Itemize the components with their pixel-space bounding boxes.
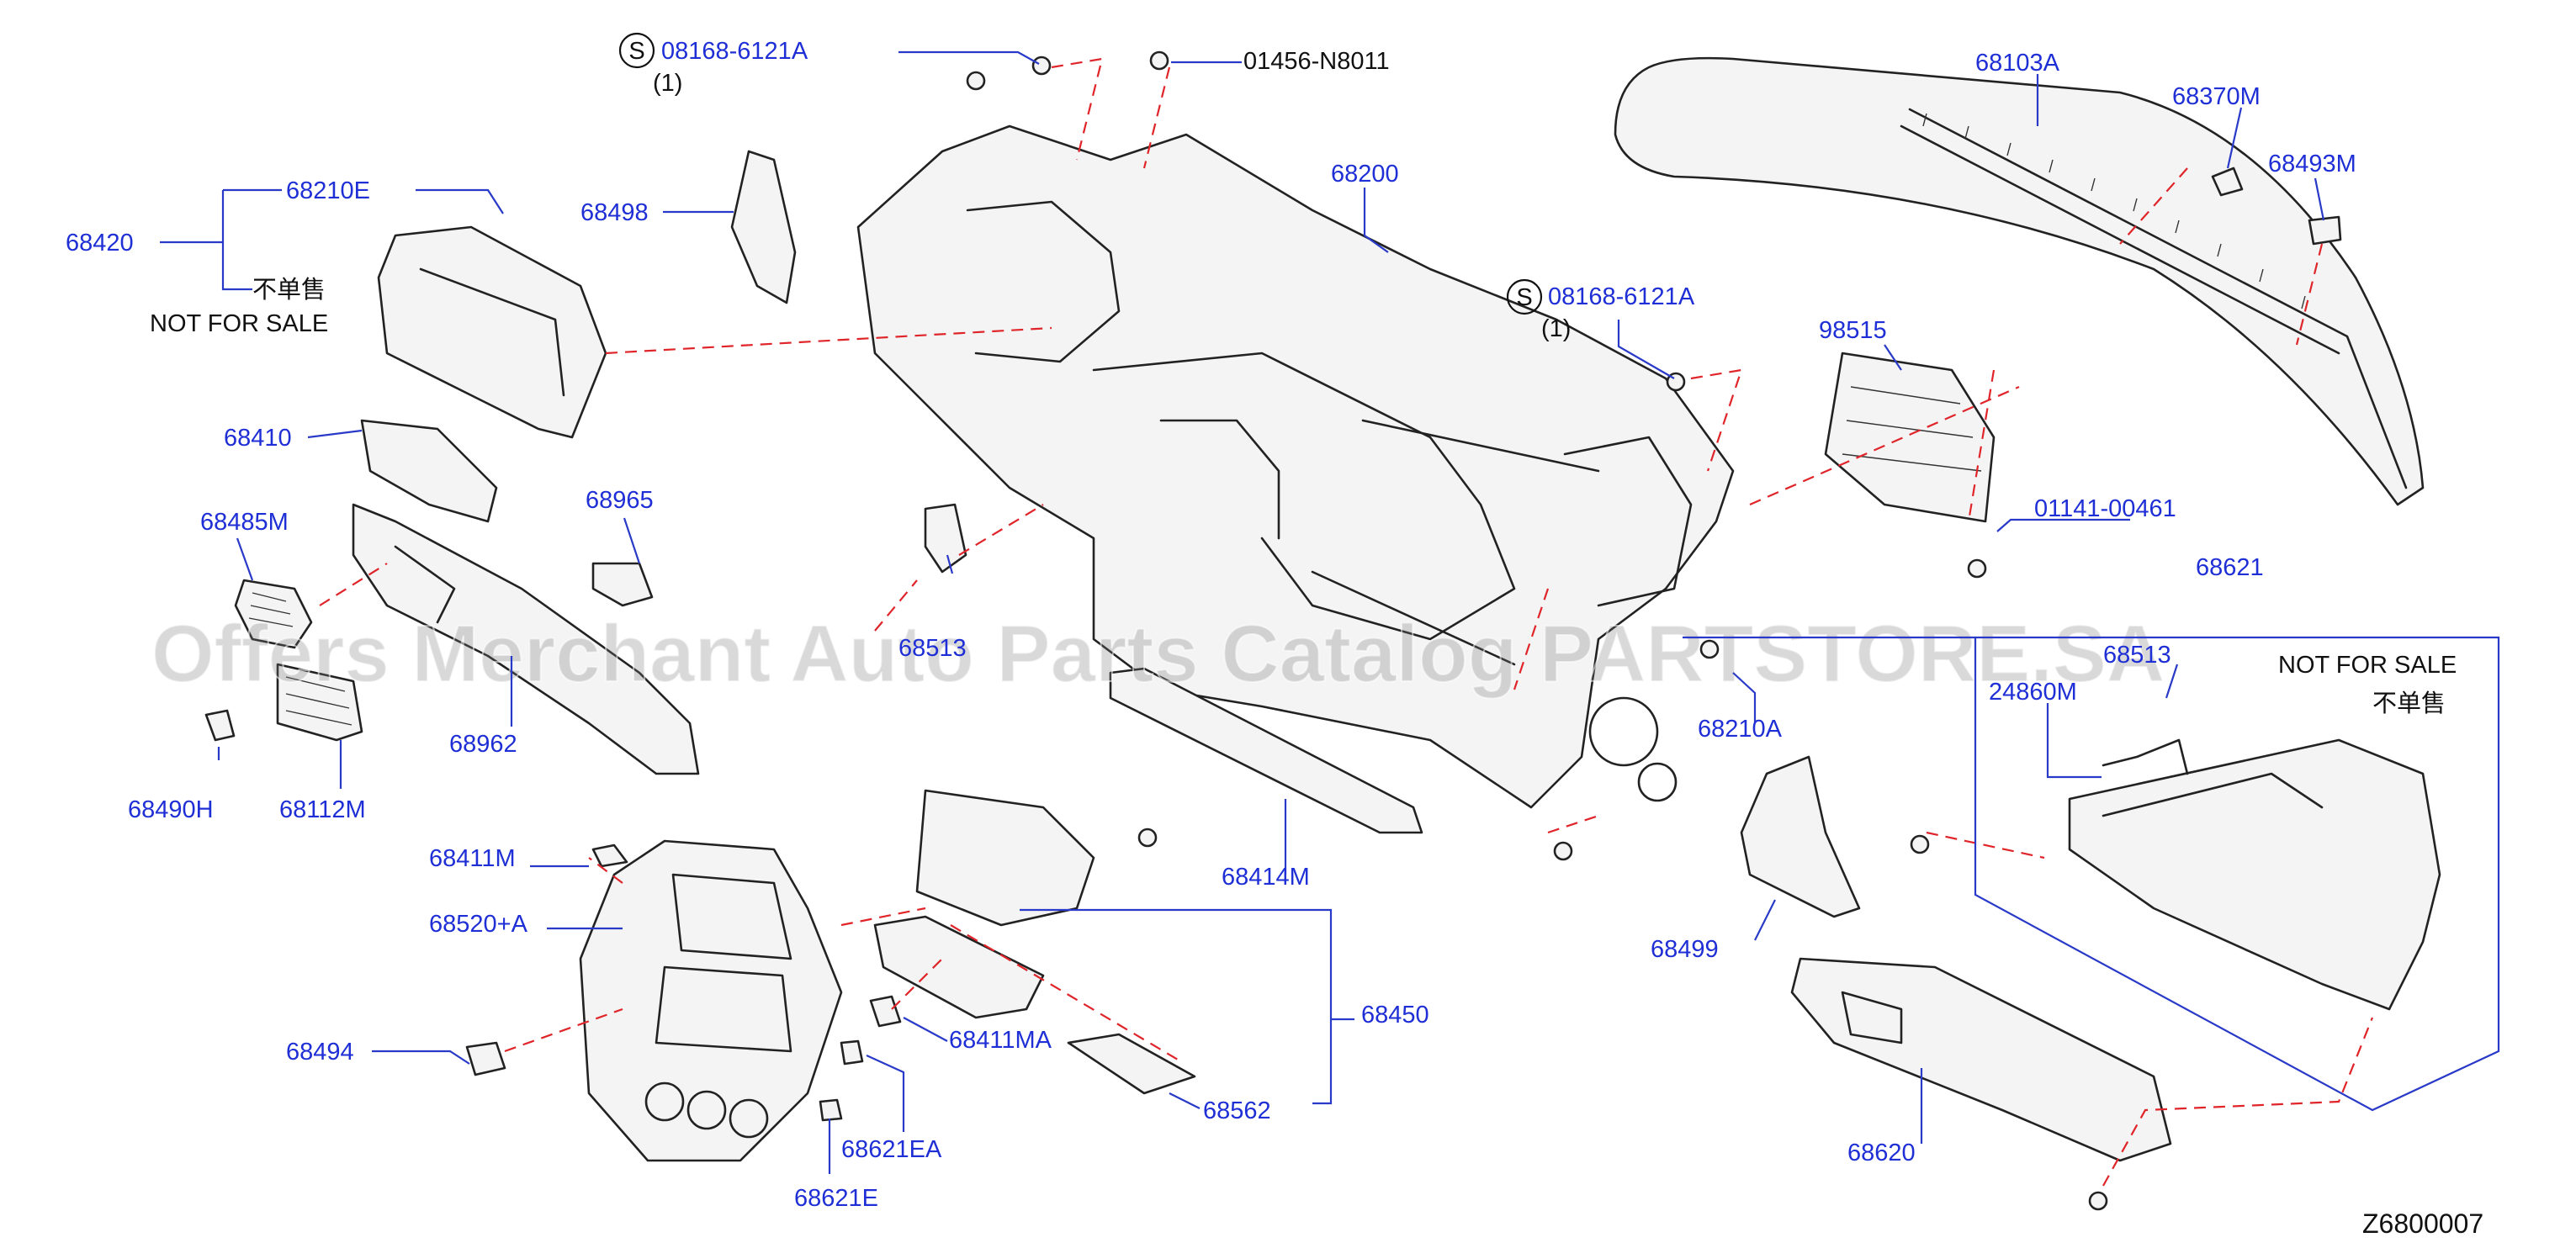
clip-68513-left bbox=[924, 503, 967, 574]
center-cluster-68520A bbox=[579, 839, 843, 1162]
label-68210E: 68210E bbox=[286, 177, 370, 204]
airbag-module-98515 bbox=[1824, 352, 1996, 523]
clip-68493M bbox=[2308, 215, 2342, 246]
switch-68494 bbox=[465, 1041, 506, 1076]
vent-68112M bbox=[276, 663, 363, 742]
assembly-dashed-lines bbox=[319, 57, 2374, 1187]
not-for-sale-en-left: NOT FOR SALE bbox=[150, 310, 328, 337]
label-68621EA: 68621EA bbox=[841, 1136, 942, 1163]
side-finisher-68410 bbox=[360, 419, 498, 523]
vent-68485M bbox=[234, 579, 313, 649]
clip-68621EA bbox=[840, 1039, 864, 1066]
glovebox-housing-68621 bbox=[2068, 738, 2441, 1011]
glovebox-lid-68620 bbox=[1790, 957, 2172, 1162]
side-bracket-68498 bbox=[730, 150, 797, 304]
qty-label-mid: (1) bbox=[1541, 315, 1571, 342]
label-68103A: 68103A bbox=[1975, 50, 2060, 77]
screw-icons bbox=[966, 50, 2108, 1211]
label-68494: 68494 bbox=[286, 1039, 354, 1066]
label-08168-6121A-top: 08168-6121A bbox=[661, 38, 808, 65]
label-68200: 68200 bbox=[1331, 161, 1399, 188]
label-68450: 68450 bbox=[1361, 1002, 1429, 1029]
clip-68621E bbox=[819, 1098, 843, 1122]
clip-68411MA bbox=[869, 995, 902, 1028]
clip-68490H bbox=[204, 709, 236, 742]
qty-label-top: (1) bbox=[653, 70, 682, 97]
not-for-sale-cn-right: 不单售 bbox=[2372, 689, 2446, 717]
label-68414M: 68414M bbox=[1222, 864, 1310, 891]
svg-text:S: S bbox=[1516, 284, 1532, 311]
label-68620: 68620 bbox=[1847, 1140, 1916, 1166]
label-68370M: 68370M bbox=[2172, 83, 2261, 110]
vent-housing-68420 bbox=[377, 225, 607, 439]
label-68965: 68965 bbox=[586, 487, 654, 514]
not-for-sale-cn-left: 不单售 bbox=[252, 275, 326, 304]
label-68621E: 68621E bbox=[794, 1185, 878, 1212]
label-68210A: 68210A bbox=[1698, 716, 1783, 743]
label-68513-right: 68513 bbox=[2103, 642, 2171, 669]
label-68962: 68962 bbox=[449, 731, 517, 758]
label-68520A: 68520+A bbox=[429, 911, 528, 938]
label-68493M: 68493M bbox=[2268, 151, 2356, 177]
label-68420: 68420 bbox=[66, 230, 134, 256]
clip-68411M bbox=[591, 843, 628, 868]
label-68410: 68410 bbox=[224, 425, 292, 452]
dash-top-pad-68103A bbox=[1614, 56, 2425, 506]
lower-side-panel-68962 bbox=[352, 503, 700, 775]
label-68485M: 68485M bbox=[200, 509, 289, 536]
bracket-68965 bbox=[591, 562, 654, 607]
label-68499: 68499 bbox=[1651, 936, 1719, 963]
not-for-sale-en-right: NOT FOR SALE bbox=[2278, 652, 2457, 679]
finisher-68414M bbox=[1109, 667, 1423, 834]
label-98515: 98515 bbox=[1819, 317, 1887, 344]
clip-68370M bbox=[2211, 167, 2244, 197]
svg-text:S: S bbox=[628, 38, 644, 65]
cable-24860M bbox=[2102, 738, 2189, 775]
label-68411M: 68411M bbox=[429, 845, 516, 872]
label-68112M: 68112M bbox=[279, 796, 366, 823]
label-68621: 68621 bbox=[2196, 554, 2264, 581]
label-68513-left: 68513 bbox=[898, 635, 967, 662]
figure-code: Z6800007 bbox=[2362, 1208, 2483, 1239]
mat-68562 bbox=[1067, 1033, 1196, 1095]
label-68411MA: 68411MA bbox=[949, 1027, 1052, 1054]
s-symbol-top: S bbox=[618, 32, 655, 69]
instrument-panel-68200 bbox=[856, 124, 1735, 809]
label-24860M: 24860M bbox=[1989, 679, 2077, 706]
label-08168-6121A-mid: 08168-6121A bbox=[1548, 283, 1695, 310]
label-68490H: 68490H bbox=[128, 796, 214, 823]
label-68498: 68498 bbox=[580, 199, 649, 226]
watermark: Offers Merchant Auto Parts Catalog PARTS… bbox=[151, 609, 2165, 699]
leader-lines bbox=[160, 50, 2500, 1174]
knee-cover-68499 bbox=[1740, 755, 1861, 918]
label-01141-00461: 01141-00461 bbox=[2034, 495, 2176, 522]
label-01456-N8011: 01456-N8011 bbox=[1243, 48, 1390, 75]
s-symbol-mid: S bbox=[1506, 278, 1543, 315]
pocket-assembly-68450 bbox=[873, 789, 1095, 1019]
label-68562: 68562 bbox=[1203, 1097, 1271, 1124]
